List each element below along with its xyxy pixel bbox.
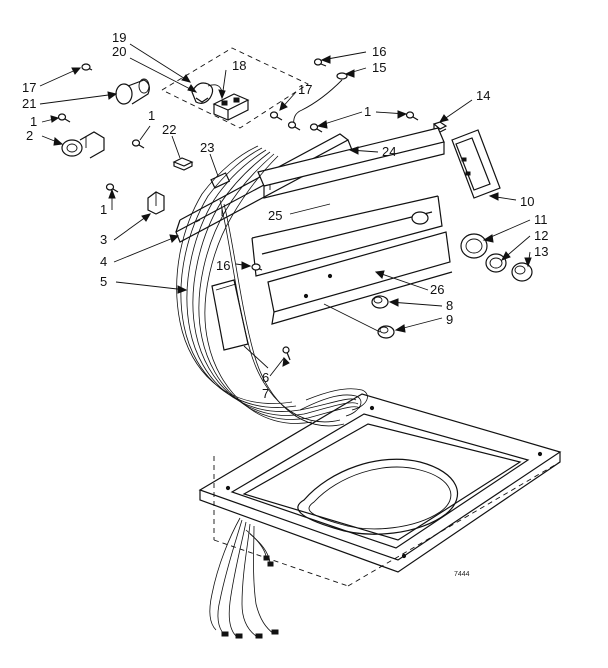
- callout-12: 12: [534, 228, 548, 243]
- part-1-screw-b: [131, 139, 145, 149]
- part-16-screw-top: [313, 58, 327, 67]
- callout-9: 9: [446, 312, 453, 327]
- callout-7: 7: [262, 386, 269, 401]
- part-1-screw-d: [105, 183, 119, 193]
- callout-24: 24: [382, 144, 396, 159]
- callout-14: 14: [476, 88, 490, 103]
- callout-1: 1: [100, 202, 107, 217]
- part-18-terminal-block: [212, 93, 250, 121]
- part-17-screw-right: [269, 111, 301, 131]
- leader-arrowheads: [50, 55, 532, 367]
- callout-22: 22: [162, 122, 176, 137]
- callout-25: 25: [268, 208, 282, 223]
- callout-19: 19: [112, 30, 126, 45]
- callout-3: 3: [100, 232, 107, 247]
- cabinet-body-outline: [213, 456, 561, 587]
- callout-21: 21: [22, 96, 36, 111]
- leader-lines: [39, 43, 531, 377]
- part-17-screw-upper-left: [81, 63, 93, 71]
- part-26-back-panel: [267, 231, 453, 325]
- callout-13: 13: [534, 244, 548, 259]
- part-8-button: [371, 295, 389, 309]
- callout-17: 17: [298, 82, 312, 97]
- callout-1: 1: [364, 104, 371, 119]
- callout-26: 26: [430, 282, 444, 297]
- part-2-timer-switch: [61, 131, 105, 159]
- part-25-console-panel: [251, 127, 445, 277]
- part-5-wire-harness: [176, 145, 368, 427]
- part-11-bushing: [460, 233, 488, 259]
- callout-8: 8: [446, 298, 453, 313]
- part-1-screw-c: [309, 111, 419, 133]
- callout-17: 17: [22, 80, 36, 95]
- callout-labels: 19 20 18 17 21 1 2 1 22 23 16 15 17 1 14…: [22, 30, 548, 578]
- callout-16: 16: [372, 44, 386, 59]
- harness-bracket-outline: [161, 47, 309, 129]
- part-16-screw-lower: [251, 263, 263, 271]
- part-22-clip: [172, 157, 194, 171]
- part-9-button: [377, 325, 395, 339]
- washer-top-cabinet: [198, 393, 562, 573]
- callout-23: 23: [200, 140, 214, 155]
- part-10-end-cap: [451, 129, 501, 199]
- part-7-screw: [282, 346, 291, 361]
- callout-20: 20: [112, 44, 126, 59]
- part-3-clip: [147, 191, 165, 215]
- callout-11: 11: [534, 212, 548, 227]
- part-19-20-relay: [191, 82, 223, 104]
- callout-15: 15: [372, 60, 386, 75]
- part-6-side-panel: [211, 279, 249, 351]
- callout-18: 18: [232, 58, 246, 73]
- callout-16: 16: [216, 258, 230, 273]
- callout-2: 2: [26, 128, 33, 143]
- part-21-knob: [115, 78, 150, 105]
- part-12-bezel: [485, 253, 507, 273]
- drawing-code: 7444: [454, 571, 470, 578]
- callout-6: 6: [262, 370, 269, 385]
- callout-1: 1: [148, 108, 155, 123]
- part-23-connector: [210, 172, 231, 189]
- callout-4: 4: [100, 254, 107, 269]
- wire-leads-lower: [209, 517, 279, 639]
- part-1-screw-a: [57, 113, 71, 123]
- part-13-knob: [511, 262, 533, 282]
- callout-1: 1: [30, 114, 37, 129]
- part-15-washer: [293, 72, 348, 127]
- callout-5: 5: [100, 274, 107, 289]
- callout-10: 10: [520, 194, 534, 209]
